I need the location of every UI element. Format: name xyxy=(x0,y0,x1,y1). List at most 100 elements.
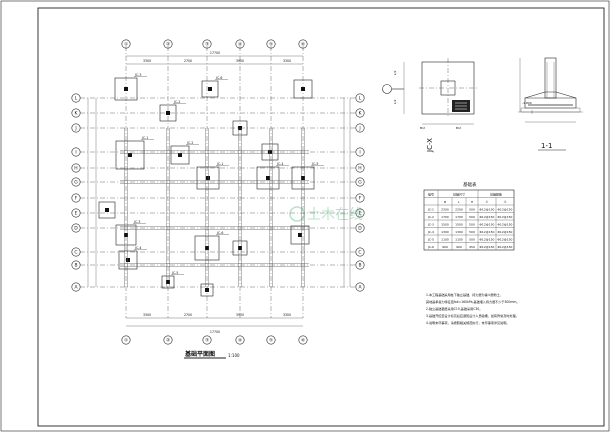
axis-bottom-2-circle xyxy=(163,335,173,345)
footing-5: JC-4 xyxy=(256,162,289,190)
section-elevation: -1.800 xyxy=(522,101,532,105)
note-line-0: 1.本工程基础采用柱下独立基础，持力层为第②层粉土， xyxy=(426,292,503,297)
footing-7-column xyxy=(178,153,182,157)
axis-right-10: K xyxy=(355,108,365,118)
axis-left-9: J xyxy=(71,123,81,133)
jcx-rebar-corner xyxy=(452,100,470,112)
footing-1-label: JC-6 xyxy=(215,76,222,80)
axis-left-6-label: G xyxy=(74,180,78,186)
jcx-dim-text-c: L/2 xyxy=(393,70,397,75)
watermark-text: 土木在线 xyxy=(307,207,363,223)
footing-extra-0-column xyxy=(301,87,305,91)
table-header-0: 编号 xyxy=(428,192,434,197)
axis-right-1-label: B xyxy=(358,263,361,269)
footing-3-outline xyxy=(115,140,145,170)
axis-right-1: B xyxy=(355,260,365,270)
axis-bottom-1-label: ① xyxy=(124,338,128,344)
section-column-rebar xyxy=(546,62,555,98)
plan-title: 基础平面图 xyxy=(184,350,215,358)
axis-right-4-circle xyxy=(355,208,365,218)
footing-4-label: JC-1 xyxy=(216,162,223,166)
axis-right-2-circle xyxy=(355,247,365,257)
axis-bottom-2: ② xyxy=(163,335,173,345)
axis-left-11-label: L xyxy=(75,96,78,102)
table-cell-1-3: 500 xyxy=(469,215,475,219)
table-cell-0-0: JC-1 xyxy=(427,207,434,211)
table-cell-5-5: Φ12@150 xyxy=(498,245,513,249)
table-cell-5-0: JC-6 xyxy=(427,245,434,249)
axis-left-1-label: B xyxy=(74,263,77,269)
axis-right-5-circle xyxy=(355,193,365,203)
table-cell-0-5: Φ12@150 xyxy=(498,207,513,211)
axis-right-7-label: H xyxy=(358,166,361,172)
axis-right-4: E xyxy=(355,208,365,218)
axis-right-9: J xyxy=(355,123,365,133)
jcx-dim-text-d: L/2 xyxy=(393,99,397,104)
table-cell-3-0: JC-4 xyxy=(427,230,434,234)
footing-extra-3-outline xyxy=(98,201,116,219)
axis-top-1-label: ① xyxy=(124,42,128,48)
axis-bottom-4-label: ④ xyxy=(238,338,242,344)
table-cell-5-1: 900 xyxy=(442,245,448,249)
footing-6-label: JC-5 xyxy=(311,162,318,166)
footing-2-column xyxy=(166,111,170,115)
axis-bottom-6-circle xyxy=(298,335,308,345)
axis-left-1: B xyxy=(71,260,81,270)
footing-extra-0 xyxy=(293,79,313,99)
dim-top-text-0: 3300 xyxy=(143,59,151,63)
footing-extra-1-column xyxy=(238,126,242,130)
footing-extra-4-column xyxy=(298,233,302,237)
table-cell-4-3: 500 xyxy=(469,237,475,241)
footing-9-outline xyxy=(194,235,220,261)
section-mark-left xyxy=(382,84,392,94)
table-cell-5-4: Φ12@150 xyxy=(480,245,495,249)
table-header-4: 基础配筋 xyxy=(490,192,502,197)
footing-1-outline xyxy=(201,80,219,98)
footing-8-column xyxy=(124,233,128,237)
table-cell-2-2: 1500 xyxy=(455,222,463,226)
axis-left-3-label: D xyxy=(74,226,78,232)
table-cell-0-2: 2200 xyxy=(455,207,463,211)
axis-right-11-label: L xyxy=(359,96,362,102)
table-cell-4-5: Φ12@150 xyxy=(498,237,513,241)
axis-bottom-4: ④ xyxy=(235,335,245,345)
inner-border xyxy=(37,7,605,427)
table-cell-0-1: 2200 xyxy=(441,207,449,211)
footing-extra-1-outline xyxy=(232,120,248,136)
footing-2: JC-2 xyxy=(159,100,186,122)
footing-2-outline xyxy=(159,104,177,122)
axis-bottom-3-label: ③ xyxy=(205,338,209,344)
axis-left-3: D xyxy=(71,223,81,233)
axis-left-2: C xyxy=(71,247,81,257)
axis-right-5: F xyxy=(355,193,365,203)
table-subheader-2: L xyxy=(458,200,460,204)
footing-extra-5-outline xyxy=(200,283,214,297)
axis-right-0-label: A xyxy=(358,285,362,291)
axis-bottom-4-circle xyxy=(235,335,245,345)
axis-left-8: I xyxy=(71,147,81,157)
axis-bottom-1: ① xyxy=(121,335,131,345)
axis-right-9-circle xyxy=(355,123,365,133)
footing-extra-6-column xyxy=(238,246,242,250)
watermark: 土木在线 xyxy=(289,206,363,223)
footing-0: JC-3 xyxy=(114,73,147,101)
table-cell-4-4: Φ12@150 xyxy=(480,237,495,241)
table-cell-3-2: 1300 xyxy=(455,230,463,234)
table-cell-1-1: 1700 xyxy=(441,215,449,219)
axis-right-8-circle xyxy=(355,147,365,157)
table-cell-2-1: 1500 xyxy=(441,222,449,226)
footing-3-label: JC-1 xyxy=(141,136,148,140)
axis-bottom-5: ⑤ xyxy=(266,335,276,345)
footing-9: JC-6 xyxy=(194,231,229,261)
axis-left-2-label: C xyxy=(74,250,77,256)
axis-right-6-label: G xyxy=(358,180,362,186)
section-footing-slope xyxy=(524,91,577,99)
footing-extra-1 xyxy=(232,120,248,136)
detail-jcx: B/2 B/2 L/2 L/2 JC-X xyxy=(382,58,478,153)
footing-5-column xyxy=(266,176,270,180)
